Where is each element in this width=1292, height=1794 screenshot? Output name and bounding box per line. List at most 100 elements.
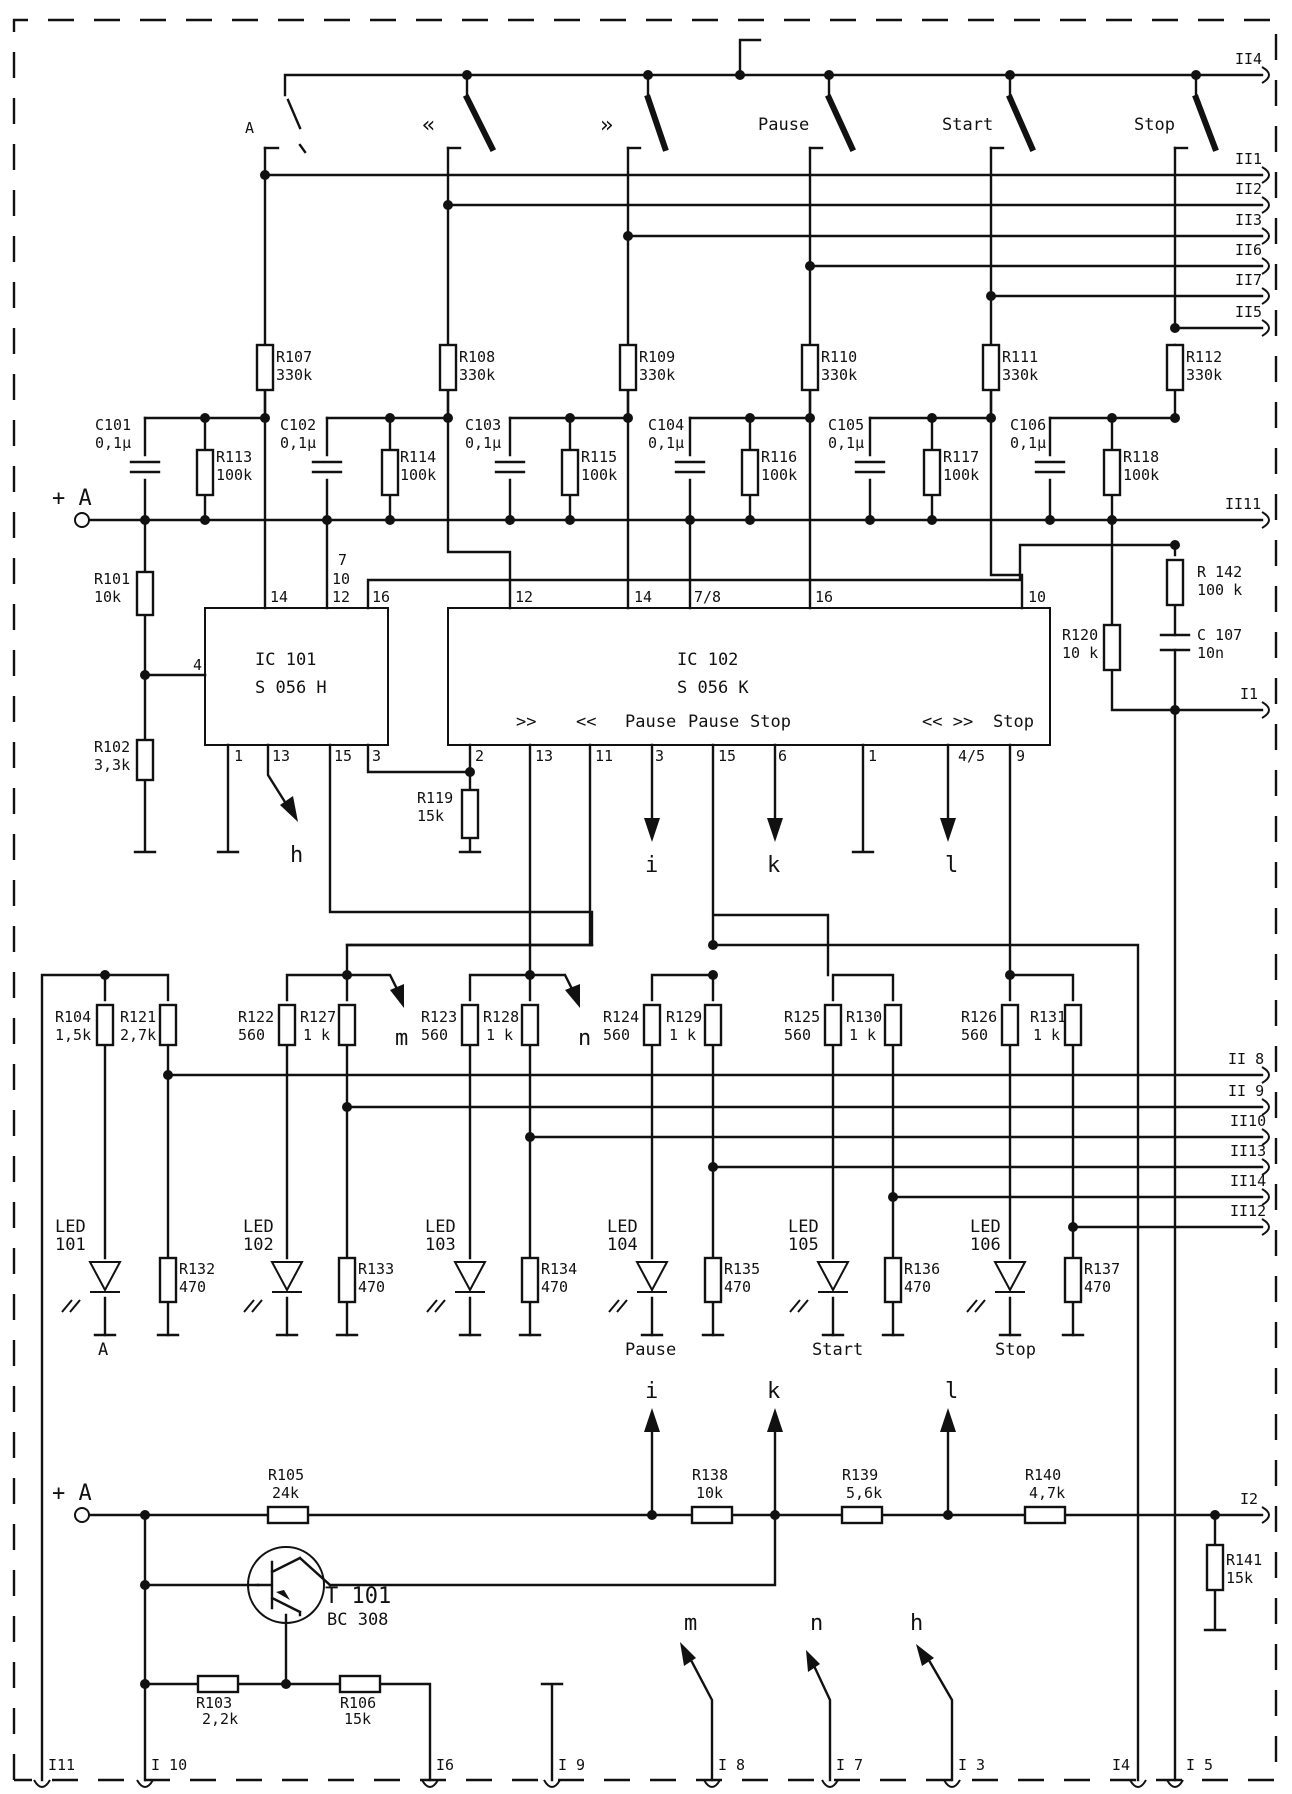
label-r129-val: 1 k [669, 1026, 696, 1044]
capacitor-c102 [311, 460, 343, 474]
conn-II13: II13 [1230, 1142, 1266, 1160]
net-labels: h i k l m n i k l m n h [290, 843, 958, 1636]
resistor-r104 [95, 1003, 115, 1047]
label-c101-val: 0,1µ [95, 434, 131, 452]
label-r111-val: 330k [1002, 366, 1038, 384]
label-r124-val: 560 [603, 1026, 630, 1044]
ic101-type: S 056 H [255, 678, 327, 698]
label-r115-ref: R115 [581, 448, 617, 466]
enclosure-border [12, 18, 1278, 1782]
pin-numbers: 14 7 10 12 16 4 1 13 15 3 12 14 7/8 16 1… [193, 551, 1046, 765]
conn-I7: I 7 [836, 1756, 863, 1774]
resistor-r126 [1000, 1003, 1020, 1047]
label-r103-ref: R103 [196, 1694, 232, 1712]
net-label-n-top: n [578, 1026, 591, 1051]
label-r105-ref: R105 [268, 1466, 304, 1484]
label-c105-ref: C105 [828, 416, 864, 434]
label-c106-val: 0,1µ [1010, 434, 1046, 452]
label-r107-ref: R107 [276, 348, 312, 366]
label-r135-ref: R135 [724, 1260, 760, 1278]
resistor-r123 [460, 1003, 480, 1047]
output-arrows [266, 743, 956, 1672]
label-c102-val: 0,1µ [280, 434, 316, 452]
resistor-r140 [1023, 1505, 1067, 1525]
pin-ic101-1: 1 [234, 747, 243, 765]
resistor-r107 [255, 343, 275, 392]
label-r103-val: 2,2k [202, 1710, 238, 1728]
label-r134-ref: R134 [541, 1260, 577, 1278]
label-c102-ref: C102 [280, 416, 316, 434]
led-105-num: 105 [788, 1235, 819, 1255]
resistor-r106 [338, 1674, 382, 1694]
net-label-h-bottom: h [910, 1611, 923, 1636]
label-r130-ref: R130 [846, 1008, 882, 1026]
net-label-m-bottom: m [684, 1611, 697, 1636]
component-labels: R107 330k R108 330k R109 330k R110 330k … [55, 348, 1262, 1728]
switch-stop [1173, 94, 1219, 152]
led-103 [426, 1261, 487, 1313]
label-r130-val: 1 k [849, 1026, 876, 1044]
led-105 [789, 1261, 850, 1313]
label-r105-val: 24k [272, 1484, 299, 1502]
pin-ic101-14: 14 [270, 588, 288, 606]
label-r140-val: 4,7k [1029, 1484, 1065, 1502]
label-c107-ref: C 107 [1197, 626, 1242, 644]
junction-dots [100, 70, 1220, 1689]
label-c107-val: 10n [1197, 644, 1224, 662]
pin-ic102-10: 10 [1028, 588, 1046, 606]
pin-ic102-3: 3 [655, 747, 664, 765]
label-r120-val: 10 k [1062, 644, 1098, 662]
label-r108-val: 330k [459, 366, 495, 384]
net-label-n-bottom: n [810, 1611, 823, 1636]
label-r116-val: 100k [761, 466, 797, 484]
label-r104-ref: R104 [55, 1008, 91, 1026]
resistor-r109 [618, 343, 638, 392]
label-r132-ref: R132 [179, 1260, 215, 1278]
capacitor-c105 [854, 460, 886, 474]
pin-ic101-16: 16 [372, 588, 390, 606]
resistor-r125 [823, 1003, 843, 1047]
resistor-r105 [266, 1505, 310, 1525]
label-r112-val: 330k [1186, 366, 1222, 384]
label-r138-ref: R138 [692, 1466, 728, 1484]
switch-label-forward: » [600, 113, 613, 138]
label-r121-val: 2,7k [120, 1026, 156, 1044]
conn-I5: I 5 [1186, 1756, 1213, 1774]
label-r136-val: 470 [904, 1278, 931, 1296]
led-101-num: 101 [55, 1235, 86, 1255]
right-connectors: II4 II1 II2 II3 II6 II7 II5 II11 I1 II 8… [1225, 50, 1270, 1524]
label-r139-ref: R139 [842, 1466, 878, 1484]
label-r137-val: 470 [1084, 1278, 1111, 1296]
label-r109-ref: R109 [639, 348, 675, 366]
resistor-r130 [883, 1003, 903, 1047]
ic101: IC 101 S 056 H [204, 607, 389, 746]
conn-I11: I11 [48, 1756, 75, 1774]
pin-ic101-12: 12 [332, 588, 350, 606]
pin-ic101-13: 13 [272, 747, 290, 765]
resistor-r110 [800, 343, 820, 392]
label-r101-val: 10k [94, 588, 121, 606]
label-r122-ref: R122 [238, 1008, 274, 1026]
ic102-type: S 056 K [677, 678, 749, 698]
switch-rewind [446, 93, 497, 153]
label-r128-val: 1 k [486, 1026, 513, 1044]
ic102-in-rewind: << [576, 712, 596, 732]
label-r101-ref: R101 [94, 570, 130, 588]
label-r126-val: 560 [961, 1026, 988, 1044]
label-c104-val: 0,1µ [648, 434, 684, 452]
label-r113-ref: R113 [216, 448, 252, 466]
pin-ic102-11: 11 [595, 747, 613, 765]
label-r127-ref: R127 [300, 1008, 336, 1026]
label-r102-val: 3,3k [94, 756, 130, 774]
label-r110-ref: R110 [821, 348, 857, 366]
conn-I10: I 10 [151, 1756, 187, 1774]
led-103-num: 103 [425, 1235, 456, 1255]
label-r135-val: 470 [724, 1278, 751, 1296]
resistor-r112 [1165, 343, 1185, 392]
label-r131-ref: R131 [1030, 1008, 1066, 1026]
capacitors [129, 460, 1191, 652]
conn-II8: II 8 [1228, 1050, 1264, 1068]
label-r141-val: 15k [1226, 1569, 1253, 1587]
led-105-ref: LED [788, 1217, 819, 1237]
conn-I6: I6 [436, 1756, 454, 1774]
